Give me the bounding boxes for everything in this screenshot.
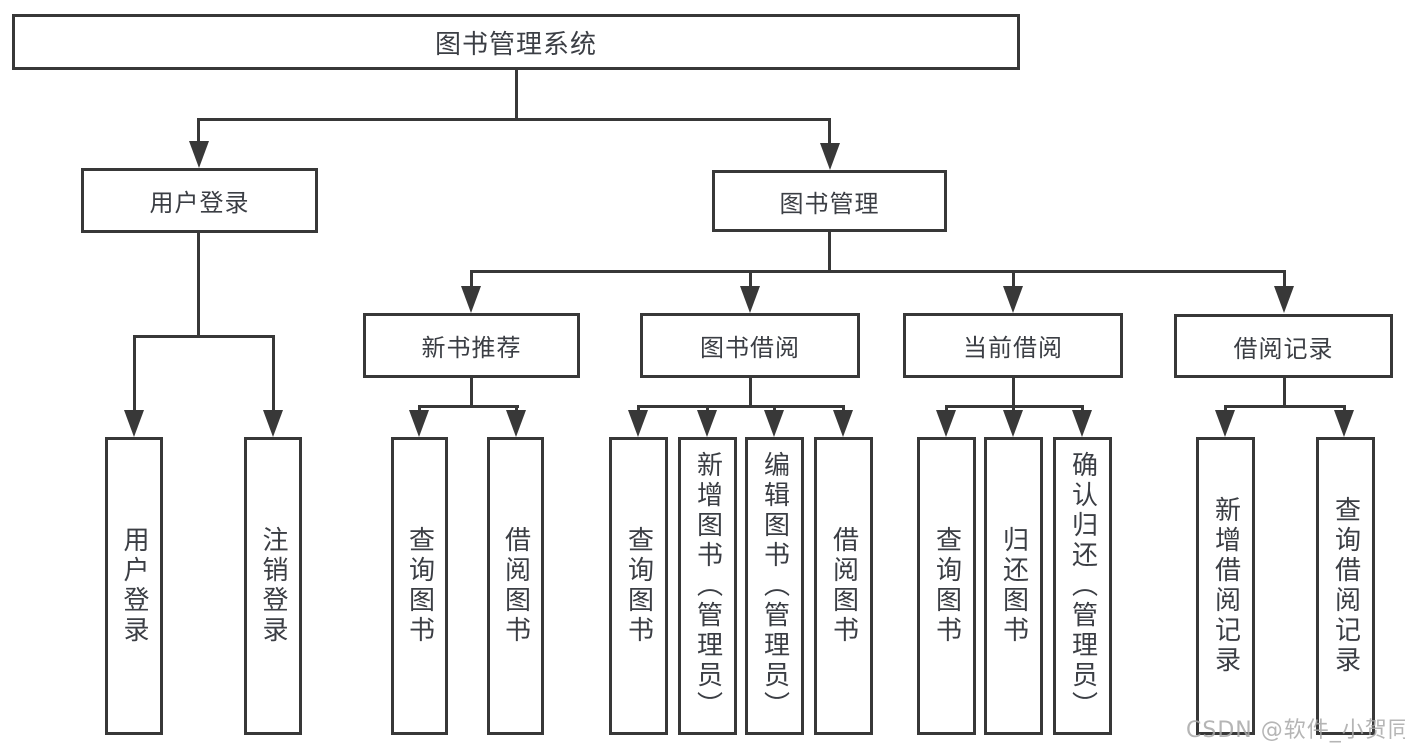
arrow-down-icon	[1003, 410, 1023, 437]
connector-line	[418, 405, 421, 413]
leaf-label: 查询图书	[404, 526, 435, 646]
leaf-label: 查询借阅记录	[1330, 496, 1361, 676]
arrow-down-icon	[1274, 286, 1294, 313]
connector-line	[945, 405, 948, 413]
leaf-query-books-recommend: 查询图书	[391, 437, 448, 735]
connector-line	[1012, 405, 1015, 413]
connector-line	[470, 270, 1286, 273]
connector-line	[133, 335, 275, 338]
leaf-confirm-return-admin: 确认归还（管理员）	[1053, 437, 1112, 735]
connector-line	[470, 378, 473, 407]
connector-line	[197, 118, 200, 144]
node-new-book-recommend: 新书推荐	[363, 313, 580, 378]
arrow-down-icon	[189, 141, 209, 168]
leaf-logout: 注销登录	[244, 437, 302, 735]
arrow-down-icon	[506, 410, 526, 437]
leaf-edit-books-admin: 编辑图书（管理员）	[745, 437, 804, 735]
arrow-down-icon	[697, 410, 717, 437]
arrow-down-icon	[124, 410, 144, 437]
leaf-borrow-books-recommend: 借阅图书	[487, 437, 544, 735]
connector-line	[706, 405, 709, 413]
leaf-label: 注销登录	[258, 526, 288, 646]
connector-line	[1012, 270, 1015, 290]
leaf-query-books-current: 查询图书	[917, 437, 976, 735]
connector-line	[1283, 270, 1286, 290]
connector-line	[197, 118, 831, 121]
arrow-down-icon	[461, 286, 481, 313]
arrow-down-icon	[1003, 286, 1023, 313]
leaf-label: 借阅图书	[828, 526, 859, 646]
leaf-borrow-books-borrowing: 借阅图书	[814, 437, 873, 735]
leaf-label: 查询图书	[931, 526, 962, 646]
connector-line	[773, 405, 776, 413]
connector-line	[1224, 405, 1227, 413]
csdn-watermark: CSDN @软件_小贺同学	[1186, 718, 1405, 743]
node-book-management: 图书管理	[712, 170, 947, 232]
leaf-label: 编辑图书（管理员）	[759, 451, 790, 721]
connector-line	[637, 405, 845, 408]
node-library-management-system: 图书管理系统	[12, 14, 1020, 70]
leaf-label: 查询图书	[623, 526, 654, 646]
connector-line	[197, 233, 200, 338]
connector-line	[470, 270, 473, 290]
connector-line	[515, 70, 518, 120]
arrow-down-icon	[628, 410, 648, 437]
leaf-label: 新增图书（管理员）	[692, 451, 723, 721]
leaf-label: 确认归还（管理员）	[1067, 451, 1098, 721]
connector-line	[828, 232, 831, 273]
leaf-add-books-admin: 新增图书（管理员）	[678, 437, 737, 735]
leaf-label: 新增借阅记录	[1210, 496, 1241, 676]
leaf-user-login: 用户登录	[105, 437, 163, 735]
leaf-query-books-borrowing: 查询图书	[609, 437, 668, 735]
arrow-down-icon	[820, 143, 840, 170]
node-book-borrowing: 图书借阅	[640, 313, 860, 378]
connector-line	[1343, 405, 1346, 413]
arrow-down-icon	[740, 286, 760, 313]
node-user-login: 用户登录	[81, 168, 318, 233]
arrow-down-icon	[833, 410, 853, 437]
connector-line	[418, 405, 519, 408]
arrow-down-icon	[1334, 410, 1354, 437]
arrow-down-icon	[1072, 410, 1092, 437]
connector-line	[272, 335, 275, 413]
leaf-return-books: 归还图书	[984, 437, 1043, 735]
arrow-down-icon	[1215, 410, 1235, 437]
leaf-add-borrow-record: 新增借阅记录	[1196, 437, 1255, 735]
node-current-borrowing: 当前借阅	[903, 313, 1123, 378]
leaf-label: 用户登录	[119, 526, 149, 646]
connector-line	[749, 270, 752, 290]
connector-line	[1283, 378, 1286, 407]
arrow-down-icon	[936, 410, 956, 437]
connector-line	[637, 405, 640, 413]
connector-line	[515, 405, 518, 413]
connector-line	[1224, 405, 1346, 408]
leaf-label: 归还图书	[998, 526, 1029, 646]
arrow-down-icon	[764, 410, 784, 437]
connector-line	[828, 118, 831, 146]
node-borrowing-records: 借阅记录	[1174, 314, 1393, 378]
connector-line	[842, 405, 845, 413]
connector-line	[133, 335, 136, 413]
connector-line	[1012, 378, 1015, 407]
leaf-query-borrow-record: 查询借阅记录	[1316, 437, 1375, 735]
arrow-down-icon	[409, 410, 429, 437]
connector-line	[749, 378, 752, 407]
arrow-down-icon	[263, 410, 283, 437]
connector-line	[1081, 405, 1084, 413]
leaf-label: 借阅图书	[500, 526, 531, 646]
